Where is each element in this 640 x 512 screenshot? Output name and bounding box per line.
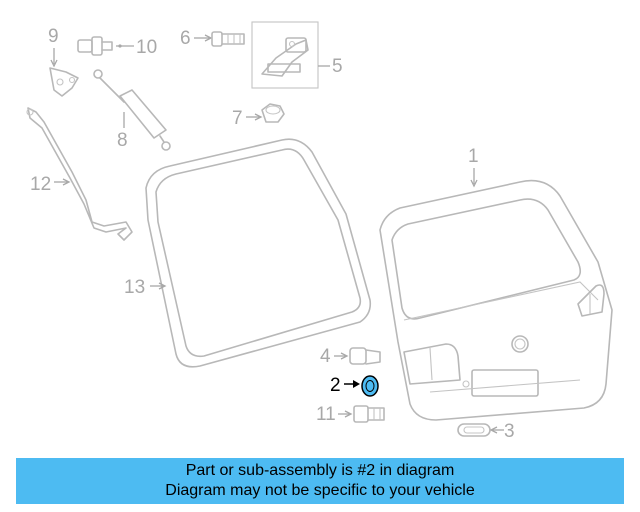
callout-8: 8 [117,130,128,151]
part-9-bracket [49,48,79,97]
part-4-bumper [334,347,381,365]
callout-10: 10 [136,37,157,58]
callout-1: 1 [468,146,479,167]
callout-6: 6 [180,28,191,49]
part-12-rod [26,107,133,241]
callout-12: 12 [30,174,51,195]
part-5-hinge [251,21,330,89]
part-8-strut [93,69,171,151]
part-11-bolt [338,405,385,423]
part-13-glass [145,138,372,368]
banner-line-1: Part or sub-assembly is #2 in diagram [185,462,455,479]
callout-9: 9 [48,26,59,47]
part-7-nut [246,103,285,123]
callout-2: 2 [330,375,341,396]
part-2-highlighted[interactable] [344,375,379,397]
banner-line-2: Diagram may not be specific to your vehi… [165,482,475,499]
part-1-liftgate [379,168,613,421]
part-10-bolt [77,36,134,56]
info-banner: Part or sub-assembly is #2 in diagram Di… [16,458,624,504]
callout-4: 4 [320,346,331,367]
callout-13: 13 [124,277,145,298]
callout-3: 3 [504,421,515,442]
part-6-bolt [194,31,245,47]
callout-7: 7 [232,108,243,129]
part-3-grommet [457,423,504,437]
callout-11: 11 [316,404,336,425]
callout-5: 5 [332,56,343,77]
